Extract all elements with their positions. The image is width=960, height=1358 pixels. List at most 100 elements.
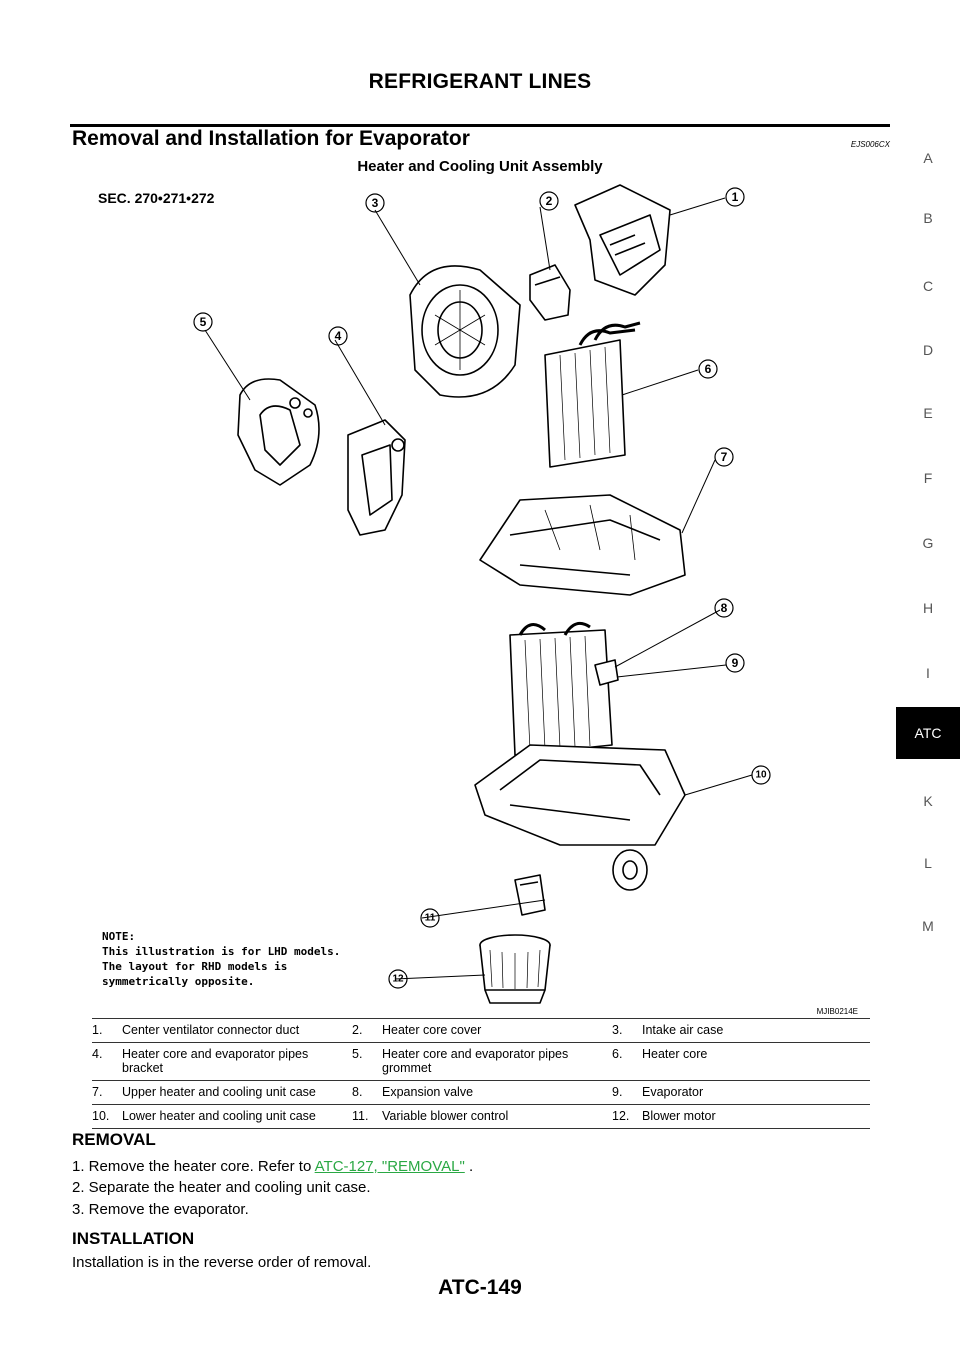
evaporator-part (509, 621, 619, 756)
leader-lines (204, 197, 753, 980)
table-row: 10. Lower heater and cooling unit case 1… (92, 1105, 870, 1129)
index-letter-i[interactable]: I (926, 665, 930, 681)
callout-11-circle (420, 908, 440, 928)
figure-title: Heater and Cooling Unit Assembly (357, 158, 603, 175)
legend-text: Heater core and evaporator pipes bracket (122, 1047, 309, 1075)
variable-blower-control-part (514, 874, 546, 916)
callout-8: 8 (721, 601, 728, 615)
legend-text: Intake air case (642, 1023, 724, 1037)
exploded-view-drawing: 1 2 3 4 5 6 7 8 9 10 11 12 (193, 184, 771, 1004)
center-ventilator-duct-part (574, 184, 671, 296)
legend-num: 9. (612, 1085, 623, 1099)
figure-code: MJIB0214E (816, 1007, 858, 1016)
legend-num: 10. (92, 1109, 110, 1123)
note-line: This illustration is for LHD models. (102, 945, 341, 958)
upper-unit-case-part (479, 494, 686, 596)
legend-num: 4. (92, 1047, 103, 1061)
index-letter-m[interactable]: M (922, 918, 934, 934)
table-row: 4. Heater core and evaporator pipes brac… (92, 1043, 870, 1081)
legend-num: 12. (612, 1109, 630, 1123)
index-letter-h[interactable]: H (922, 600, 934, 616)
index-letter-f[interactable]: F (923, 470, 933, 486)
legend-num: 3. (612, 1023, 623, 1037)
installation-heading: INSTALLATION (72, 1229, 195, 1248)
legend-text: Blower motor (642, 1109, 716, 1123)
callout-7-circle (714, 447, 734, 467)
callout-6: 6 (705, 362, 712, 376)
callout-9-circle (725, 653, 745, 673)
index-letter-l[interactable]: L (924, 855, 932, 871)
legend-num: 11. (352, 1109, 369, 1123)
atc-127-removal-link[interactable]: ATC-127, "REMOVAL" (314, 1158, 465, 1175)
figure-section-label: SEC. 270•271•272 (98, 190, 215, 206)
callout-2-circle (539, 191, 559, 211)
legend-text: Heater core and evaporator pipes grommet (382, 1047, 569, 1075)
header-rule (70, 124, 890, 127)
step-1-prefix: 1. Remove the heater core. Refer to (72, 1158, 315, 1175)
callout-1-circle (725, 187, 745, 207)
heater-core-cover-part (529, 264, 571, 321)
legend-text: Variable blower control (382, 1109, 509, 1123)
legend-num: 7. (92, 1085, 103, 1099)
note-line: The layout for RHD models is (102, 960, 288, 973)
legend-num: 2. (352, 1023, 363, 1037)
removal-step-3: 3. Remove the evaporator. (72, 1201, 249, 1218)
index-letter-a[interactable]: A (923, 150, 933, 166)
legend-num: 1. (92, 1023, 103, 1037)
index-tab-atc[interactable]: ATC (896, 707, 960, 759)
index-letter-d[interactable]: D (922, 342, 934, 358)
page-number: ATC-149 (438, 1276, 522, 1299)
lower-unit-case-part (474, 744, 686, 891)
legend-text: Heater core (642, 1047, 708, 1061)
legend-text: Evaporator (642, 1085, 704, 1099)
callout-5: 5 (200, 315, 207, 329)
legend-text: Center ventilator connector duct (122, 1023, 300, 1037)
callout-3-circle (365, 193, 385, 213)
heater-core-part (544, 321, 641, 468)
callout-10-circle (751, 765, 771, 785)
legend-num: 6. (612, 1047, 623, 1061)
note-line: symmetrically opposite. (102, 975, 255, 988)
index-letter-b[interactable]: B (923, 210, 933, 226)
note-line: NOTE: (102, 930, 136, 943)
callout-2: 2 (546, 194, 553, 208)
section-title: Removal and Installation for Evaporator (72, 127, 470, 150)
legend-text: Lower heater and cooling unit case (122, 1109, 316, 1123)
callout-12-circle (388, 969, 408, 989)
legend-text: Upper heater and cooling unit case (122, 1085, 316, 1099)
index-letter-c[interactable]: C (922, 278, 934, 294)
exploded-view-figure: Heater and Cooling Unit Assembly SEC. 27… (90, 155, 870, 1016)
index-letter-k[interactable]: K (923, 793, 933, 809)
callout-6-circle (698, 359, 718, 379)
intake-air-case-part (409, 265, 521, 398)
table-row: 1. Center ventilator connector duct 2. H… (92, 1019, 870, 1043)
callout-9: 9 (732, 656, 739, 670)
callout-1: 1 (732, 190, 739, 204)
callout-11: 11 (425, 913, 436, 924)
legend-text: Heater core cover (382, 1023, 482, 1037)
legend-num: 8. (352, 1085, 363, 1099)
callout-7: 7 (721, 450, 728, 464)
callout-8-circle (714, 598, 734, 618)
blower-motor-part (479, 934, 551, 1004)
table-row: 7. Upper heater and cooling unit case 8.… (92, 1081, 870, 1105)
callout-5-circle (193, 312, 213, 332)
figure-note: NOTE: This illustration is for LHD model… (102, 929, 340, 989)
legend-num: 5. (352, 1047, 363, 1061)
step-1-suffix: . (464, 1158, 474, 1175)
parts-legend-table: 1. Center ventilator connector duct 2. H… (92, 1018, 870, 1129)
removal-step-2: 2. Separate the heater and cooling unit … (72, 1179, 371, 1196)
pipes-bracket-part (347, 419, 406, 536)
removal-step-1: 1. Remove the heater core. Refer to ATC-… (72, 1158, 473, 1175)
callout-12: 12 (392, 974, 404, 985)
removal-heading: REMOVAL (72, 1130, 156, 1149)
side-index: A B C D E F G H I ATC K L M (896, 0, 960, 1358)
index-letter-e[interactable]: E (923, 405, 933, 421)
page-header-title: REFRIGERANT LINES (368, 70, 592, 93)
index-letter-g[interactable]: G (922, 535, 934, 551)
callout-3: 3 (372, 196, 379, 210)
legend-text: Expansion valve (382, 1085, 474, 1099)
installation-text: Installation is in the reverse order of … (72, 1254, 372, 1271)
grommet-part (237, 378, 320, 486)
callout-10: 10 (755, 770, 767, 781)
